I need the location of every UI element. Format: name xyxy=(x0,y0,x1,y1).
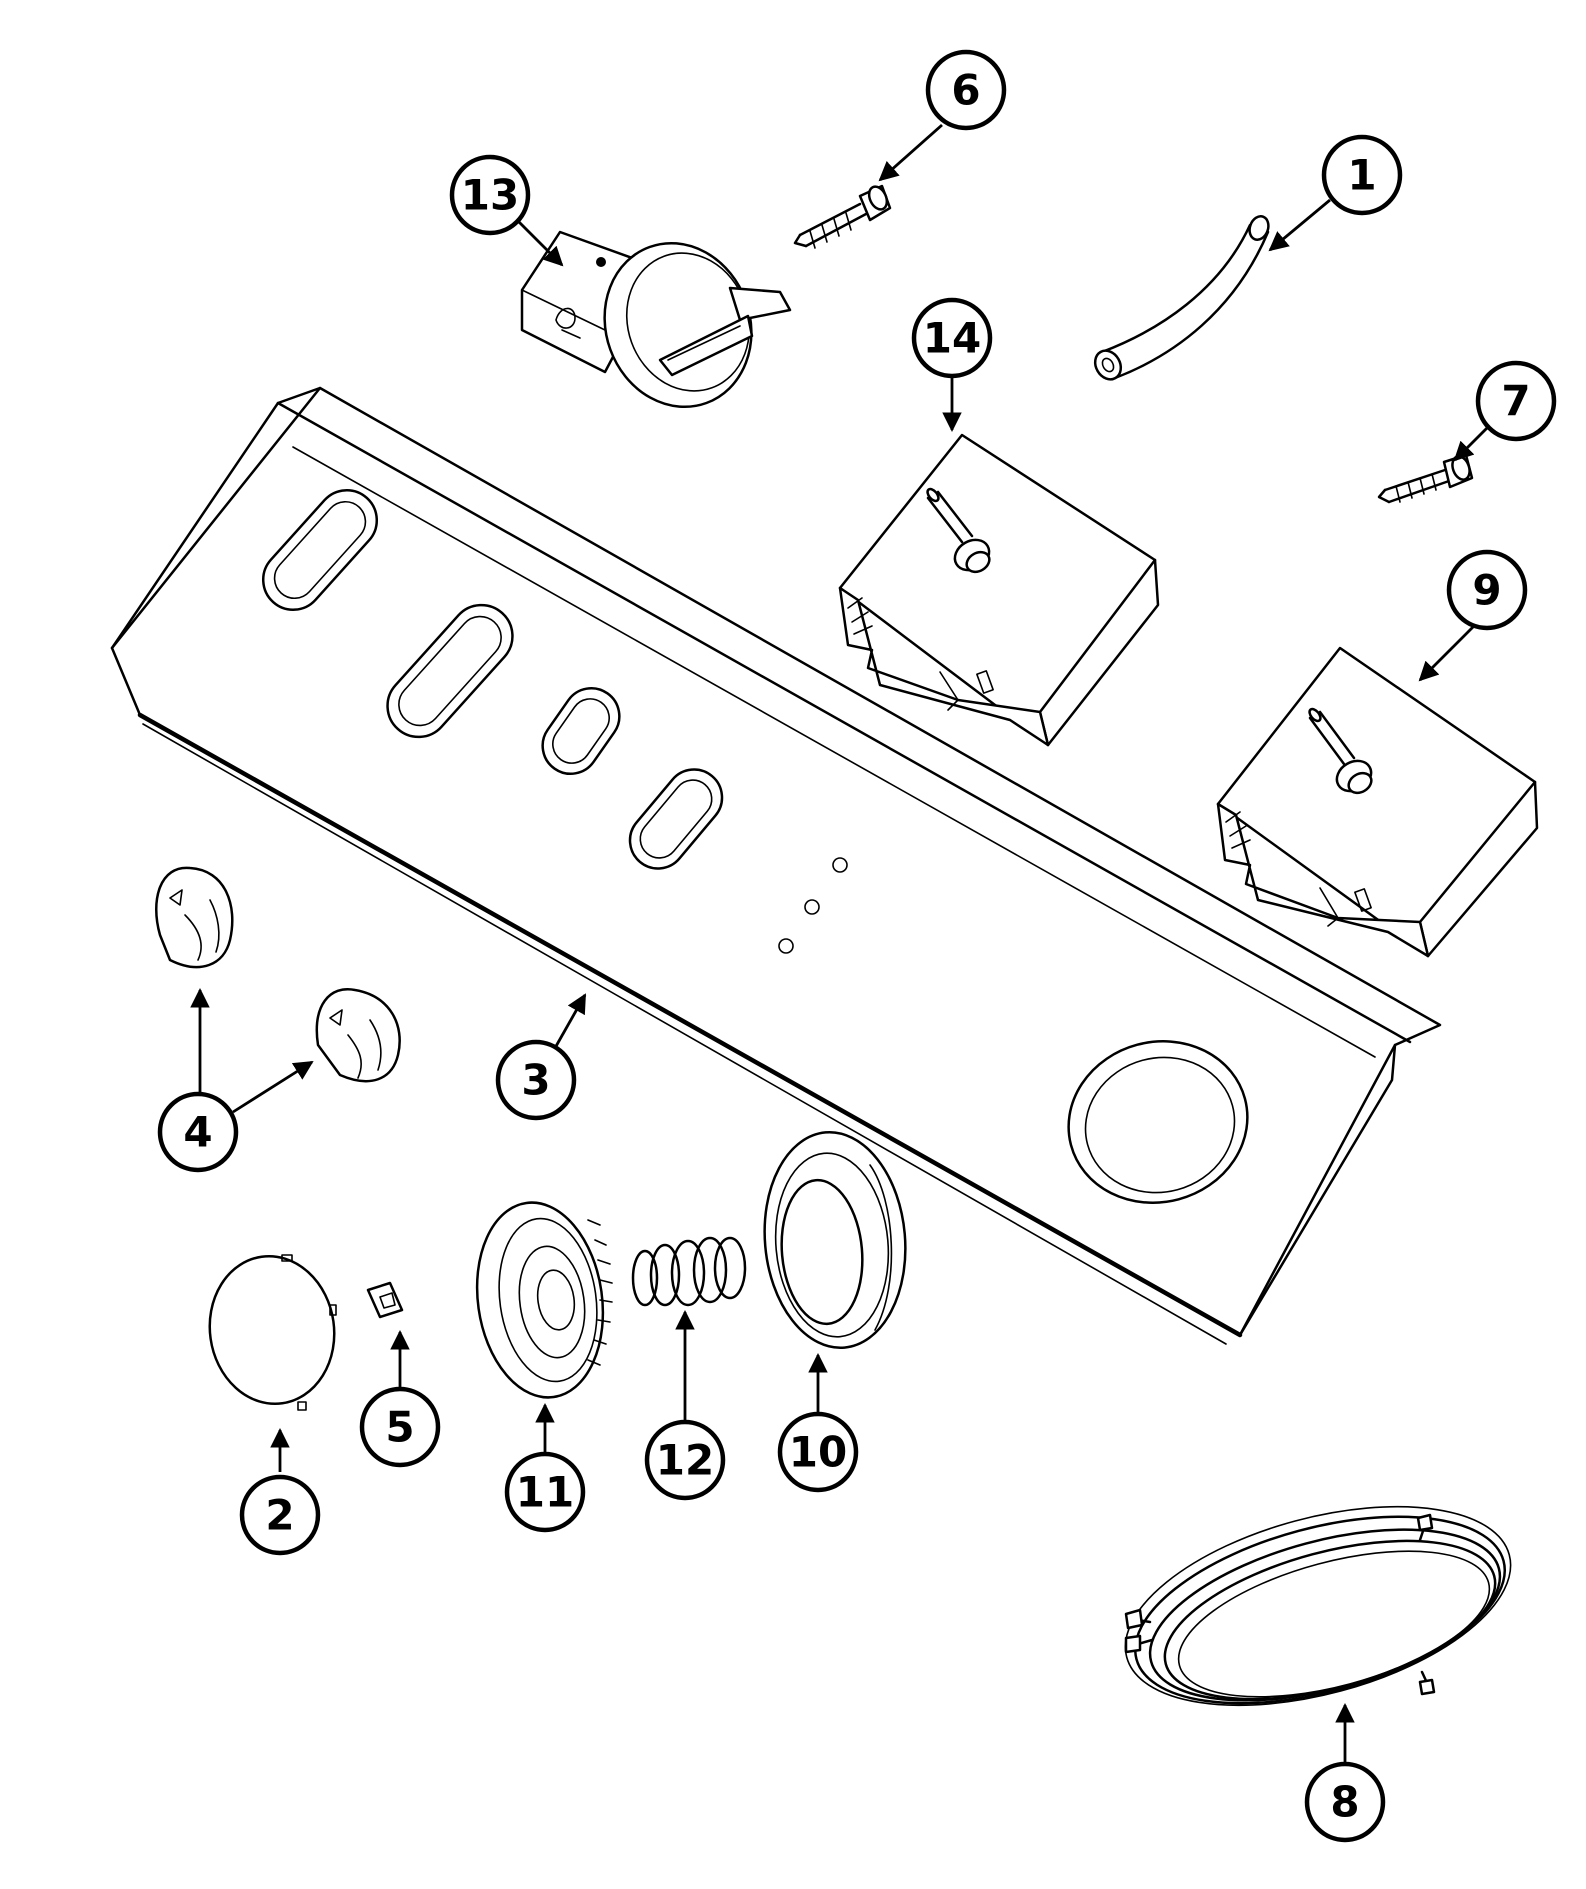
svg-text:3: 3 xyxy=(521,1056,550,1105)
panel-round-opening xyxy=(1067,1040,1249,1204)
spring xyxy=(631,1236,747,1307)
timer-lower xyxy=(1216,646,1539,958)
svg-text:8: 8 xyxy=(1330,1778,1359,1827)
callout-10: 10 xyxy=(777,1411,859,1493)
svg-text:10: 10 xyxy=(789,1428,847,1477)
selector-switch xyxy=(520,230,792,409)
panel-slot-2 xyxy=(386,603,514,739)
panel-hole xyxy=(832,857,848,873)
svg-text:14: 14 xyxy=(923,314,981,363)
callout-14: 14 xyxy=(911,297,993,379)
callout-12: 12 xyxy=(644,1419,726,1501)
knob-upper xyxy=(155,866,234,969)
callout-1: 1 xyxy=(1321,134,1403,216)
callout-3: 3 xyxy=(495,1039,577,1121)
panel-slot-3 xyxy=(541,687,621,775)
dial-knob xyxy=(475,1201,613,1399)
svg-text:1: 1 xyxy=(1347,151,1376,200)
callout-13: 13 xyxy=(449,154,531,236)
hose xyxy=(1093,215,1270,381)
wire-harness xyxy=(1124,1505,1512,1707)
panel-slot-4 xyxy=(628,768,724,870)
panel-slot-1 xyxy=(261,489,379,611)
leader-lines xyxy=(190,123,1491,1765)
timer-upper xyxy=(838,433,1160,747)
svg-text:11: 11 xyxy=(516,1468,574,1517)
callout-4: 4 xyxy=(157,1091,239,1173)
svg-text:7: 7 xyxy=(1501,377,1530,426)
callout-7: 7 xyxy=(1475,360,1557,442)
panel-hole xyxy=(778,938,794,954)
screw-upper xyxy=(793,184,892,249)
screw-right xyxy=(1377,453,1474,504)
callout-9: 9 xyxy=(1446,549,1528,631)
svg-text:4: 4 xyxy=(183,1108,212,1157)
callout-5: 5 xyxy=(359,1386,441,1468)
knob-lower xyxy=(315,988,401,1083)
svg-text:6: 6 xyxy=(951,66,980,115)
clip xyxy=(366,1281,404,1319)
svg-text:2: 2 xyxy=(265,1491,294,1540)
svg-text:12: 12 xyxy=(656,1436,714,1485)
lens-cover xyxy=(208,1254,337,1411)
callout-6: 6 xyxy=(925,49,1007,131)
svg-text:13: 13 xyxy=(461,171,519,220)
callout-2: 2 xyxy=(239,1474,321,1556)
panel-hole xyxy=(804,899,820,915)
svg-text:5: 5 xyxy=(385,1403,414,1452)
callout-8: 8 xyxy=(1304,1761,1386,1843)
svg-text:9: 9 xyxy=(1472,566,1501,615)
bezel-ring xyxy=(763,1130,907,1350)
control-panel xyxy=(110,386,1442,1345)
callout-11: 11 xyxy=(504,1451,586,1533)
